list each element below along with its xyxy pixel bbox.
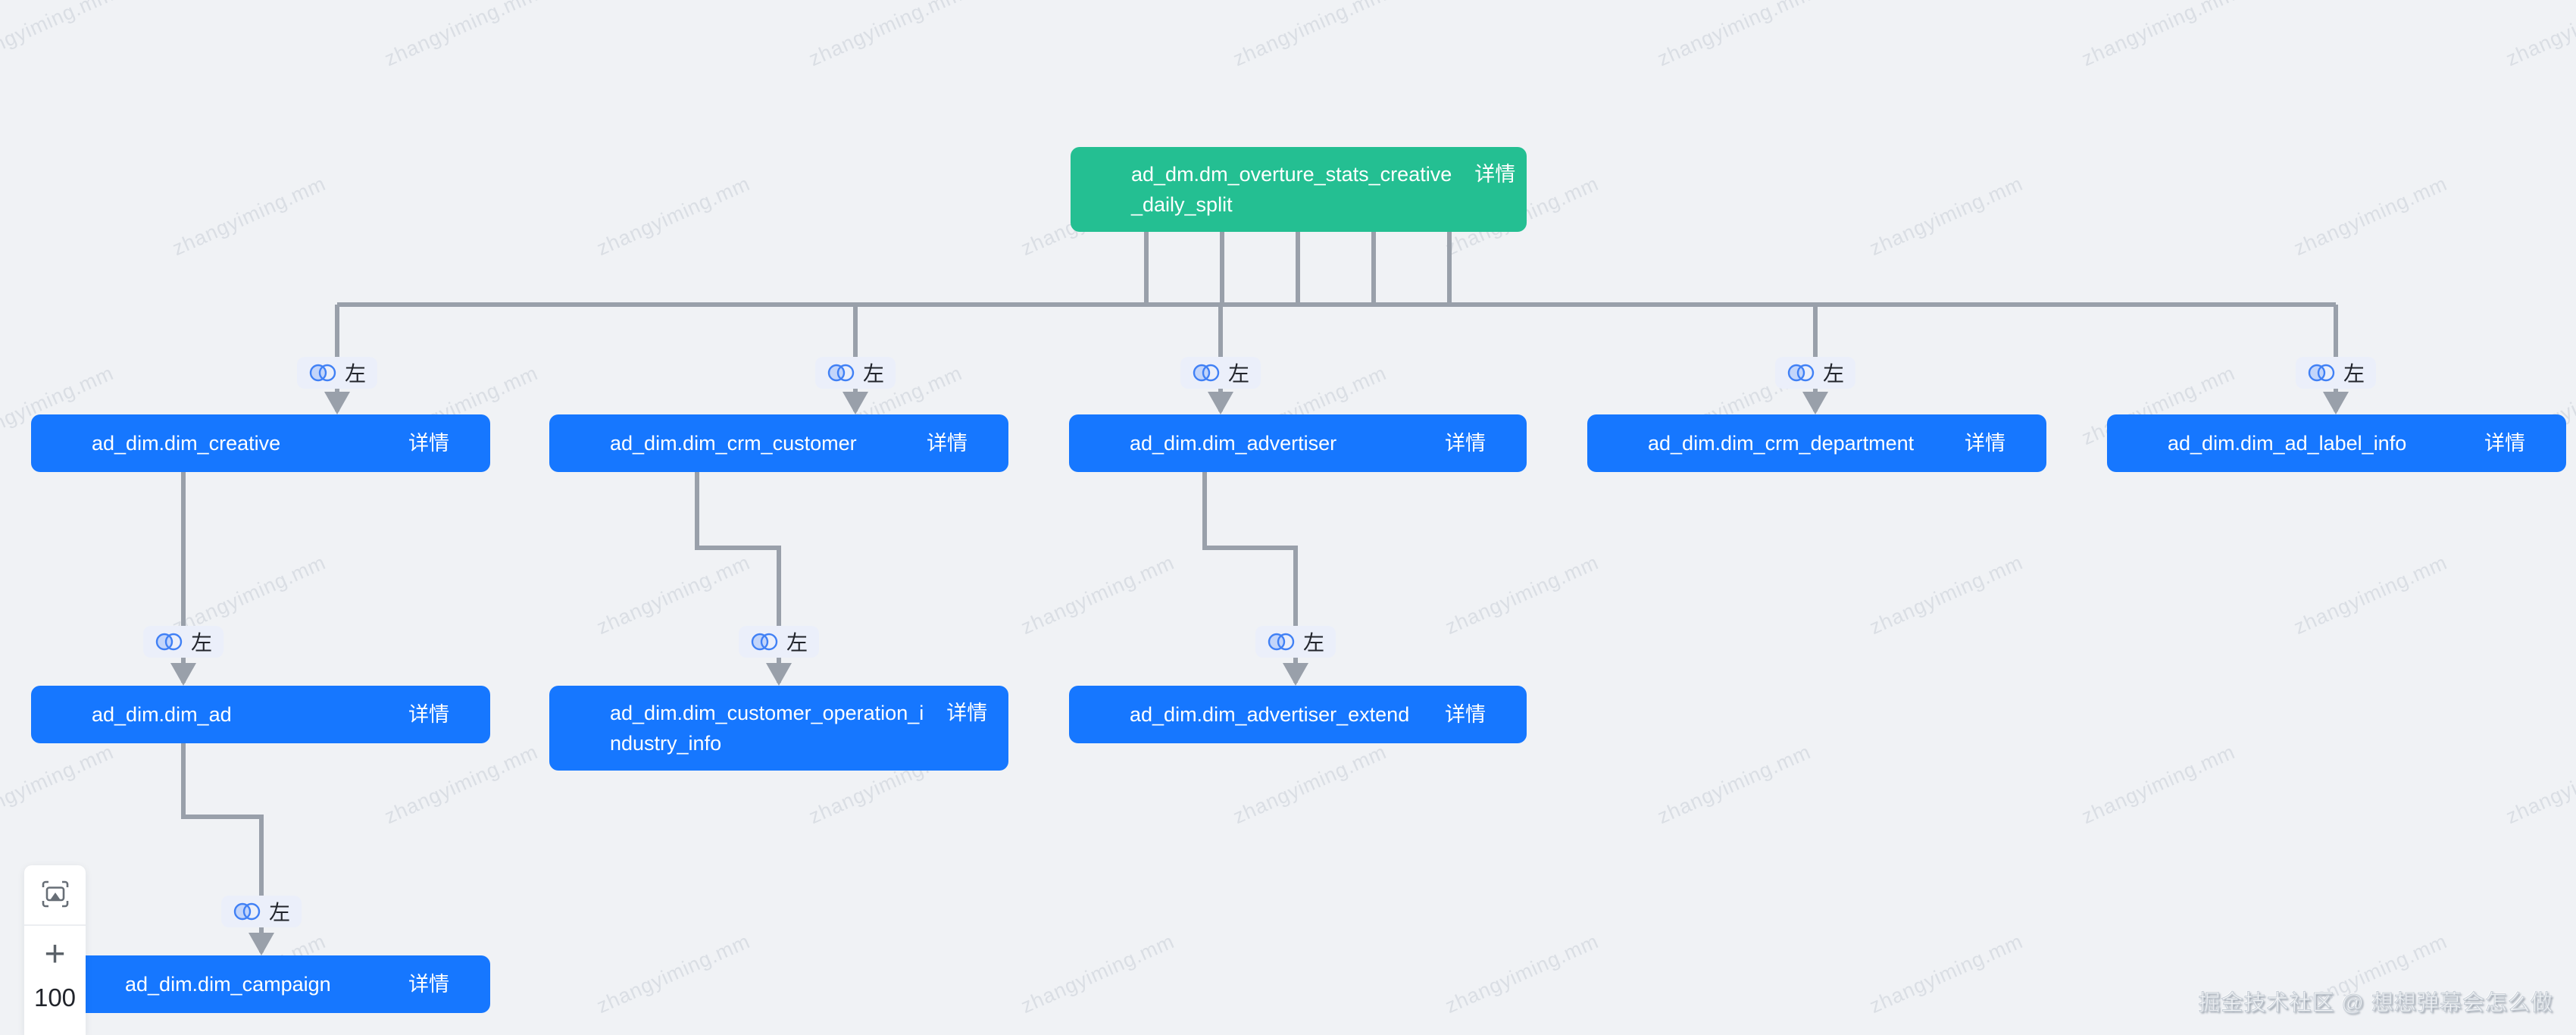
node-table-name: ad_dim.dim_advertiser — [1130, 432, 1337, 455]
join-type-label: 左 — [1302, 631, 1325, 655]
node-table-name: ad_dim.dim_crm_department — [1648, 432, 1915, 455]
edge-arrowhead-icon — [249, 933, 274, 955]
join-type-badge[interactable]: 左 — [296, 357, 378, 389]
join-type-badge[interactable]: 左 — [2295, 357, 2377, 389]
lineage-node-root[interactable]: ad_dm.dm_overture_stats_creative 详情 _daily… — [1071, 147, 1527, 232]
lineage-node-dim-ad-label-info[interactable]: ad_dim.dim_ad_label_info 详情 — [2107, 414, 2566, 472]
join-type-label: 左 — [344, 362, 367, 386]
lineage-node-dim-crm-customer[interactable]: ad_dim.dim_crm_customer 详情 — [549, 414, 1008, 472]
node-table-name: ad_dim.dim_customer_operation_i — [610, 702, 924, 724]
lineage-node-dim-ad[interactable]: ad_dim.dim_ad 详情 — [31, 686, 490, 743]
node-table-name: ad_dim.dim_ad_label_info — [2168, 432, 2407, 455]
join-type-label: 左 — [268, 901, 291, 924]
venn-join-icon — [233, 902, 261, 921]
zoom-control-panel: + 100 — [24, 865, 86, 1035]
zoom-in-button[interactable]: + — [24, 926, 86, 983]
edge-arrowhead-icon — [2323, 392, 2349, 414]
fit-view-icon — [40, 879, 70, 911]
node-table-name: ad_dim.dim_campaign — [125, 973, 331, 996]
zoom-level-value: 100 — [33, 983, 77, 1012]
detail-link[interactable]: 详情 — [1445, 432, 1486, 455]
join-type-label: 左 — [786, 631, 808, 655]
lineage-node-dim-creative[interactable]: ad_dim.dim_creative 详情 — [31, 414, 490, 472]
node-table-name: ad_dm.dm_overture_stats_creative — [1131, 163, 1452, 186]
detail-link[interactable]: 详情 — [2484, 432, 2525, 455]
lineage-edge — [181, 743, 264, 952]
fit-view-button[interactable] — [24, 865, 86, 924]
detail-link[interactable]: 详情 — [927, 432, 968, 455]
venn-join-icon — [1193, 364, 1220, 382]
edge-arrowhead-icon — [170, 663, 196, 686]
lineage-node-dim-campaign[interactable]: ad_dim.dim_campaign 详情 — [64, 955, 490, 1013]
join-type-label: 左 — [1822, 362, 1845, 386]
venn-join-icon — [751, 633, 778, 651]
edge-arrowhead-icon — [843, 392, 868, 414]
node-table-name-wrap: ndustry_info — [610, 732, 722, 755]
join-type-badge[interactable]: 左 — [1180, 357, 1261, 389]
join-type-badge[interactable]: 左 — [1774, 357, 1856, 389]
join-type-label: 左 — [190, 631, 213, 655]
lineage-node-dim-customer-operation-industry-info[interactable]: ad_dim.dim_customer_operation_i 详情 ndustry… — [549, 686, 1008, 771]
detail-link[interactable]: 详情 — [408, 973, 449, 996]
join-type-badge[interactable]: 左 — [814, 357, 896, 389]
venn-join-icon — [827, 364, 855, 382]
detail-link[interactable]: 详情 — [1474, 163, 1516, 186]
venn-join-icon — [155, 633, 183, 651]
join-type-label: 左 — [2343, 362, 2365, 386]
node-table-name: ad_dim.dim_creative — [92, 432, 281, 455]
lineage-node-dim-crm-department[interactable]: ad_dim.dim_crm_department 详情 — [1587, 414, 2046, 472]
edge-arrowhead-icon — [324, 392, 350, 414]
join-type-label: 左 — [1227, 362, 1250, 386]
lineage-edge — [1202, 472, 1298, 683]
node-table-name-wrap: _daily_split — [1131, 193, 1233, 216]
lineage-node-dim-advertiser-extend[interactable]: ad_dim.dim_advertiser_extend 详情 — [1069, 686, 1527, 743]
node-table-name: ad_dim.dim_ad — [92, 703, 232, 726]
venn-join-icon — [309, 364, 336, 382]
detail-link[interactable]: 详情 — [946, 702, 988, 724]
edge-arrowhead-icon — [766, 663, 792, 686]
detail-link[interactable]: 详情 — [1965, 432, 2005, 455]
node-table-name: ad_dim.dim_crm_customer — [610, 432, 857, 455]
lineage-edge — [695, 472, 781, 683]
credit-watermark: 掘金技术社区 @ 想想弹幕会怎么做 — [2198, 991, 2553, 1016]
venn-join-icon — [1787, 364, 1815, 382]
detail-link[interactable]: 详情 — [1445, 703, 1486, 726]
join-type-label: 左 — [862, 362, 885, 386]
node-table-name: ad_dim.dim_advertiser_extend — [1130, 703, 1410, 726]
panel-divider — [24, 924, 86, 926]
venn-join-icon — [1268, 633, 1295, 651]
join-type-badge[interactable]: 左 — [220, 896, 302, 927]
edge-arrowhead-icon — [1283, 663, 1308, 686]
venn-join-icon — [2308, 364, 2335, 382]
lineage-node-dim-advertiser[interactable]: ad_dim.dim_advertiser 详情 — [1069, 414, 1527, 472]
join-type-badge[interactable]: 左 — [1255, 626, 1336, 658]
detail-link[interactable]: 详情 — [408, 703, 449, 726]
edge-arrowhead-icon — [1208, 392, 1233, 414]
detail-link[interactable]: 详情 — [408, 432, 449, 455]
join-type-badge[interactable]: 左 — [142, 626, 224, 658]
edge-arrowhead-icon — [1802, 392, 1828, 414]
join-type-badge[interactable]: 左 — [738, 626, 820, 658]
